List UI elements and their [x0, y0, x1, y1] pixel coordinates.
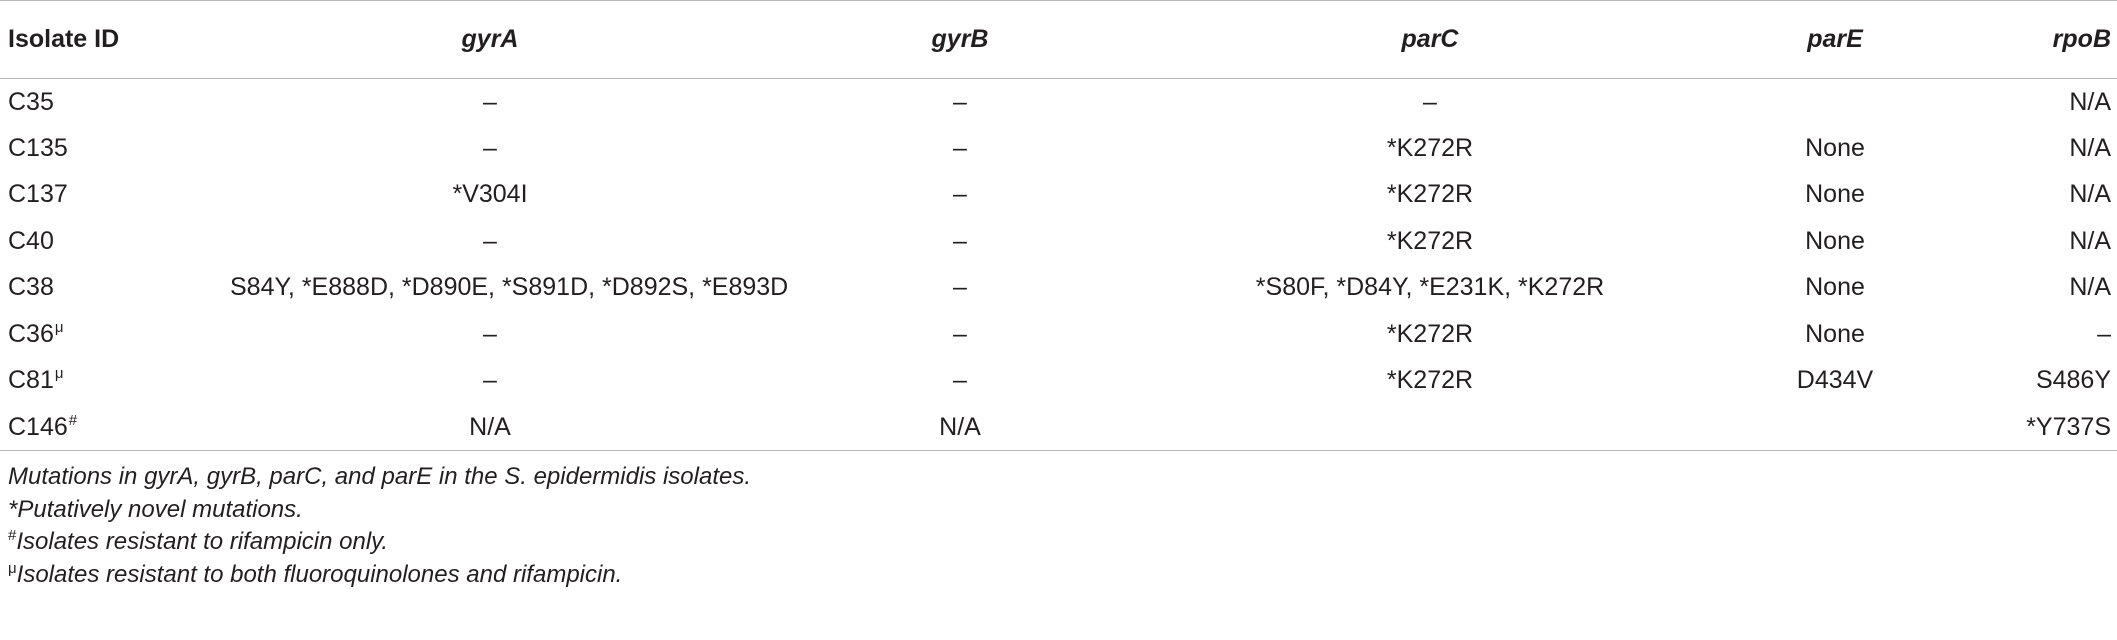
isolate-id-cell: C40 [0, 218, 230, 265]
pare-cell [1690, 79, 1980, 126]
footnote-rifampicin-only: #Isolates resistant to rifampicin only. [8, 526, 2117, 559]
isolate-id-cell: C137 [0, 172, 230, 219]
isolate-id-cell: C35 [0, 79, 230, 126]
gyra-cell: – [483, 366, 497, 395]
pare-cell: None [1805, 133, 1865, 162]
header-row: Isolate ID gyrA gyrB parC parE rpoB [0, 0, 2117, 79]
table-row: C146# N/A N/A *Y737S [0, 404, 2117, 451]
parc-cell: *K272R [1386, 366, 1474, 395]
gyrb-cell: – [953, 319, 967, 348]
table-row: C135 – – *K272R None N/A [0, 125, 2117, 172]
isolate-mark: μ [54, 318, 64, 336]
column-header-pare: parE [1690, 0, 1980, 79]
gyrb-cell: – [953, 226, 967, 255]
table-row: C81μ – – *K272R D434V S486Y [0, 358, 2117, 405]
isolate-id: C146 [8, 412, 68, 441]
mutations-table-container: Isolate ID gyrA gyrB parC parE rpoB C35 … [0, 0, 2117, 591]
footnote-caption: Mutations in gyrA, gyrB, parC, and parE … [8, 463, 752, 490]
isolate-id-cell: C135 [0, 125, 230, 172]
pare-cell: None [1805, 226, 1865, 255]
gyra-cell: *V304I [452, 180, 528, 209]
isolate-id: C137 [8, 180, 68, 209]
isolate-id: C35 [8, 87, 54, 116]
isolate-mark: # [68, 411, 78, 429]
column-header-gyrb: gyrB [750, 0, 1170, 79]
isolate-id: C81 [8, 366, 54, 395]
isolate-id: C135 [8, 133, 68, 162]
isolate-id: C40 [8, 226, 54, 255]
isolate-id-cell: C146# [0, 404, 230, 451]
parc-cell: – [1423, 87, 1437, 116]
pare-cell: None [1805, 273, 1865, 302]
gyrb-cell: – [953, 133, 967, 162]
rpob-cell: N/A [2069, 180, 2111, 209]
table-footnotes: Mutations in gyrA, gyrB, parC, and parE … [0, 451, 2117, 591]
gyrb-cell: – [953, 87, 967, 116]
table-row: C40 – – *K272R None N/A [0, 218, 2117, 265]
column-header-gyra: gyrA [230, 0, 750, 79]
parc-cell: *S80F, *D84Y, *E231K, *K272R [1255, 273, 1605, 302]
footnote-novel-mutations: *Putatively novel mutations. [8, 495, 303, 523]
rpob-cell: N/A [2069, 226, 2111, 255]
pare-cell [1690, 404, 1980, 451]
rpob-cell: S486Y [2035, 366, 2111, 395]
parc-cell [1170, 404, 1690, 451]
table-header: Isolate ID gyrA gyrB parC parE rpoB [0, 0, 2117, 79]
gyra-cell: – [483, 133, 497, 162]
table-row: C137 *V304I – *K272R None N/A [0, 172, 2117, 219]
isolate-id-cell: C36μ [0, 311, 230, 358]
parc-cell: *K272R [1386, 133, 1474, 162]
footnote-text: Isolates resistant to both fluoroquinolo… [16, 560, 623, 588]
gyra-cell: – [483, 87, 497, 116]
parc-cell: *K272R [1386, 319, 1474, 348]
gyrb-cell: – [953, 180, 967, 209]
parc-cell: *K272R [1386, 180, 1474, 209]
footnote-mark: # [8, 527, 17, 544]
rpob-cell: *Y737S [1980, 404, 2117, 451]
rpob-cell: – [2097, 319, 2111, 348]
footnote-mark: μ [8, 559, 17, 577]
pare-cell: None [1805, 180, 1865, 209]
pare-cell: None [1805, 319, 1865, 348]
table-body: C35 – – – N/A C135 – – *K272R None N/A C… [0, 79, 2117, 451]
table-row: C35 – – – N/A [0, 79, 2117, 126]
gyra-cell: S84Y, *E888D, *D890E, *S891D, *D892S, *E… [230, 273, 789, 302]
isolate-id: C38 [8, 273, 54, 302]
gyra-cell: N/A [230, 404, 750, 451]
footnote-both-resistant: μIsolates resistant to both fluoroquinol… [8, 559, 2117, 592]
rpob-cell: N/A [2069, 133, 2111, 162]
rpob-cell: N/A [2069, 273, 2111, 302]
isolate-id-cell: C38 [0, 265, 230, 312]
table-row: C38 S84Y, *E888D, *D890E, *S891D, *D892S… [0, 265, 2117, 312]
gyrb-cell: – [953, 366, 967, 395]
parc-cell: *K272R [1386, 226, 1474, 255]
pare-cell: D434V [1796, 366, 1874, 395]
gyra-cell: – [483, 226, 497, 255]
rpob-cell: N/A [2069, 87, 2111, 116]
gyrb-cell: N/A [750, 404, 1170, 451]
footnote-text: Isolates resistant to rifampicin only. [16, 528, 389, 555]
column-header-isolate-id: Isolate ID [0, 0, 230, 79]
gyrb-cell: – [953, 273, 967, 302]
isolate-mark: μ [54, 365, 64, 383]
column-header-parc: parC [1170, 0, 1690, 79]
gyra-cell: – [483, 319, 497, 348]
column-header-rpob: rpoB [1980, 0, 2117, 79]
isolate-id-cell: C81μ [0, 358, 230, 405]
mutations-table: Isolate ID gyrA gyrB parC parE rpoB C35 … [0, 0, 2117, 451]
table-row: C36μ – – *K272R None – [0, 311, 2117, 358]
isolate-id: C36 [8, 319, 54, 348]
